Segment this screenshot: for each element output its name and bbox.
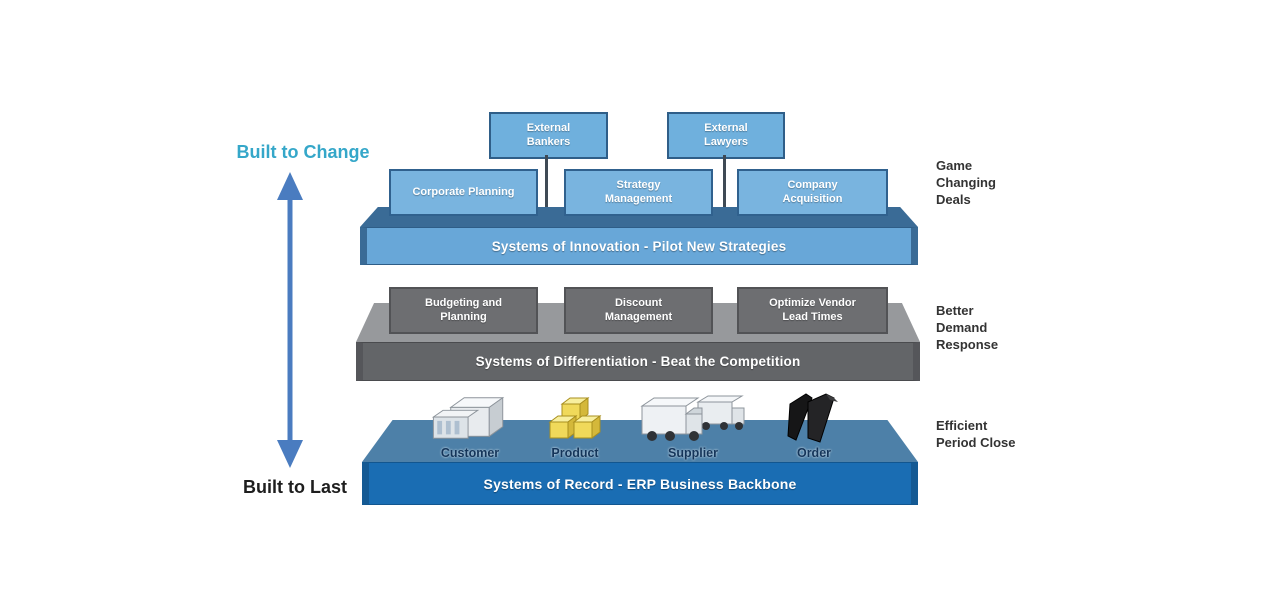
- entity-product: Product: [527, 388, 623, 460]
- record-bar: Systems of Record - ERP Business Backbon…: [362, 462, 918, 505]
- optimize-vendor-box: Optimize Vendor Lead Times: [737, 287, 888, 334]
- differentiation-bar: Systems of Differentiation - Beat the Co…: [356, 342, 920, 381]
- product-icon: [548, 397, 602, 439]
- double-arrow-icon: [273, 170, 307, 475]
- innovation-bar: Systems of Innovation - Pilot New Strate…: [360, 227, 918, 265]
- benefit-better-demand-response: Better Demand Response: [936, 303, 999, 352]
- strategy-management-label: Strategy Management: [604, 178, 673, 205]
- connector-line: [545, 155, 548, 211]
- optimize-vendor-label: Optimize Vendor Lead Times: [769, 296, 856, 323]
- external-lawyers-label: External Lawyers: [703, 121, 749, 148]
- connector-line: [723, 155, 726, 211]
- supplier-icon: [640, 395, 745, 441]
- built-to-change-label: Built to Change: [236, 142, 370, 162]
- corporate-planning-box: Corporate Planning: [389, 169, 538, 216]
- benefit-game-changing-deals: Game Changing Deals: [936, 158, 996, 207]
- supplier-label: Supplier: [667, 446, 718, 460]
- order-label: Order: [796, 446, 832, 460]
- customer-icon: [431, 396, 505, 439]
- company-acquisition-label: Company Acquisition: [782, 178, 843, 205]
- discount-management-label: Discount Management: [604, 296, 673, 323]
- product-label: Product: [551, 446, 599, 460]
- discount-management-box: Discount Management: [564, 287, 713, 334]
- external-bankers-box: External Bankers: [489, 112, 608, 159]
- budgeting-planning-label: Budgeting and Planning: [425, 296, 502, 323]
- budgeting-planning-box: Budgeting and Planning: [389, 287, 538, 334]
- external-bankers-label: External Bankers: [526, 121, 571, 148]
- entity-order: Order: [766, 388, 862, 460]
- benefit-efficient-period-close: Efficient Period Close: [936, 418, 1016, 450]
- company-acquisition-box: Company Acquisition: [737, 169, 888, 216]
- strategy-management-box: Strategy Management: [564, 169, 713, 216]
- order-icon: [787, 393, 838, 443]
- built-to-last-label: Built to Last: [243, 477, 347, 497]
- entity-customer: Customer: [415, 388, 525, 460]
- corporate-planning-label: Corporate Planning: [412, 185, 515, 198]
- customer-label: Customer: [440, 446, 500, 460]
- entity-supplier: Supplier: [632, 388, 754, 460]
- external-lawyers-box: External Lawyers: [667, 112, 785, 159]
